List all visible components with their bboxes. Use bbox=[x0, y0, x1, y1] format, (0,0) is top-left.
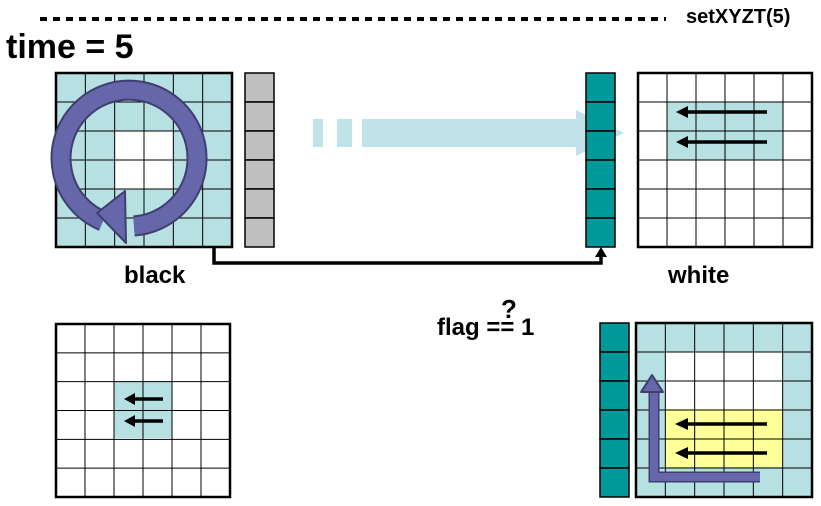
buffer-cell bbox=[585, 159, 616, 190]
connector-arrow bbox=[212, 247, 607, 265]
buffer-cell bbox=[599, 380, 630, 411]
buffer-cell bbox=[244, 130, 275, 161]
buffer-cell bbox=[599, 409, 630, 440]
time-label: time = 5 bbox=[6, 28, 134, 66]
buffer-cell bbox=[585, 217, 616, 248]
white-label: white bbox=[668, 262, 730, 289]
buffer-cell bbox=[244, 72, 275, 103]
buffer-cell bbox=[585, 72, 616, 103]
black-label: black bbox=[124, 262, 186, 289]
teal-buffer-column-top bbox=[585, 72, 616, 248]
white-grid bbox=[636, 71, 814, 249]
corner-arrow-icon bbox=[640, 374, 760, 483]
transfer-arrow-icon bbox=[313, 110, 624, 156]
buffer-cell bbox=[244, 188, 275, 219]
page-title: setXYZT(5) bbox=[686, 6, 791, 28]
gray-buffer-column bbox=[244, 72, 275, 248]
circular-arrow-icon bbox=[50, 79, 208, 244]
buffer-cell bbox=[599, 467, 630, 498]
teal-buffer-column-bottom bbox=[599, 322, 630, 498]
bottom-right-grid bbox=[634, 321, 814, 499]
buffer-cell bbox=[244, 159, 275, 190]
buffer-cell bbox=[599, 351, 630, 382]
bottom-left-grid bbox=[54, 322, 232, 499]
buffer-cell bbox=[585, 101, 616, 132]
buffer-cell bbox=[599, 438, 630, 469]
buffer-cell bbox=[585, 130, 616, 161]
question-mark: ? bbox=[501, 294, 517, 324]
flag-condition-label: flag == 1 bbox=[437, 314, 535, 341]
buffer-cell bbox=[599, 322, 630, 353]
buffer-cell bbox=[585, 188, 616, 219]
buffer-cell bbox=[244, 217, 275, 248]
buffer-cell bbox=[244, 101, 275, 132]
